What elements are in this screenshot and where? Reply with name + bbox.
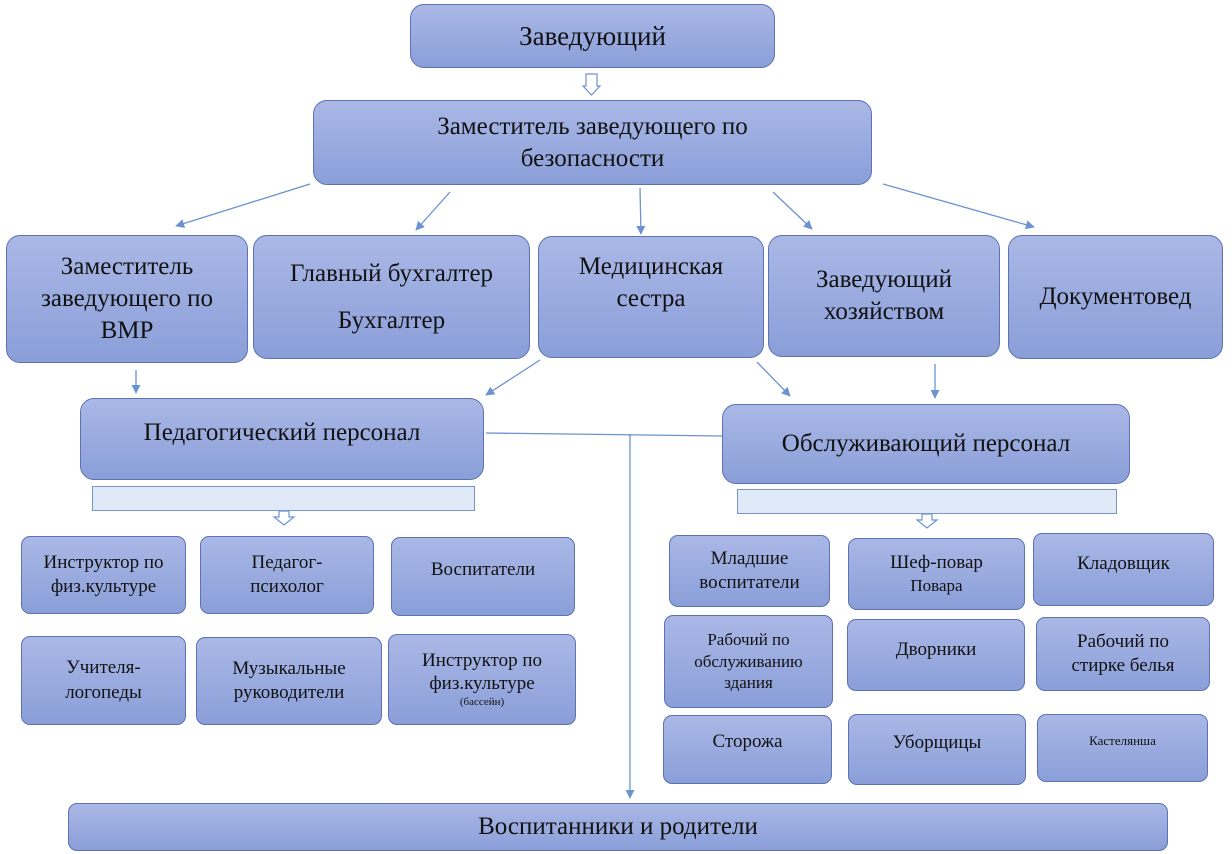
psychologist-box: Педагог- психолог bbox=[200, 536, 374, 614]
educators-label: Воспитатели bbox=[430, 559, 536, 580]
service-staff-box: Обслуживающий персонал bbox=[722, 404, 1130, 484]
deputy-safety-box: Заместитель заведующего по безопасности bbox=[313, 100, 872, 185]
laundry-worker-label-line1: Рабочий по bbox=[1077, 630, 1169, 652]
speech-therapists-box: Учителя- логопеды bbox=[21, 636, 186, 725]
linen-keeper-box: Кастелянша bbox=[1037, 714, 1208, 782]
watchmen-label: Сторожа bbox=[712, 731, 783, 752]
deputy-vmr-box: Заместитель заведующего по ВМР bbox=[6, 235, 248, 363]
pool-instructor-note: (бассейн) bbox=[459, 695, 505, 708]
chef-label: Шеф-повар bbox=[890, 551, 983, 573]
service-strip bbox=[737, 489, 1117, 514]
maintenance-worker-label-line1: Рабочий по bbox=[707, 629, 790, 649]
arrow-to-documents bbox=[882, 183, 1035, 230]
chief-accountant-label: Главный бухгалтер bbox=[289, 259, 494, 287]
junior-educators-box: Младшие воспитатели bbox=[669, 535, 830, 607]
music-directors-box: Музыкальные руководители bbox=[196, 637, 382, 725]
cooks-label: Повара bbox=[910, 576, 963, 596]
psychologist-label-line2: психолог bbox=[250, 576, 324, 597]
pe-instructor-label-line1: Инструктор по bbox=[43, 551, 164, 573]
arrow-to-housekeeping bbox=[772, 191, 813, 230]
arrow-to-vmr bbox=[175, 183, 311, 228]
linen-keeper-label: Кастелянша bbox=[1089, 733, 1156, 748]
teaching-strip bbox=[92, 486, 475, 511]
arrow-to-nurse bbox=[636, 187, 646, 235]
junior-educators-label-line2: воспитатели bbox=[699, 572, 800, 593]
cleaners-label: Уборщицы bbox=[892, 732, 982, 753]
document-manager-label: Документовед bbox=[1039, 283, 1192, 310]
deputy-vmr-label-line3: ВМР bbox=[100, 317, 154, 344]
storekeeper-box: Кладовщик bbox=[1033, 533, 1214, 606]
pool-instructor-label-line1: Инструктор по bbox=[421, 650, 543, 672]
cleaners-box: Уборщицы bbox=[848, 714, 1026, 785]
music-directors-label-line1: Музыкальные bbox=[232, 657, 346, 679]
hollow-arrow-head bbox=[581, 73, 602, 96]
nurse-label-line2: сестра bbox=[616, 285, 686, 312]
pool-instructor-label-line2: физ.культуре bbox=[429, 672, 535, 694]
junior-educators-label-line1: Младшие bbox=[710, 547, 789, 569]
pupils-parents-box: Воспитанники и родители bbox=[68, 803, 1168, 851]
pool-instructor-box: Инструктор по физ.культуре (бассейн) bbox=[388, 634, 576, 725]
janitors-box: Дворники bbox=[847, 619, 1025, 691]
arrow-nurse-to-service bbox=[756, 361, 791, 397]
document-manager-box: Документовед bbox=[1008, 235, 1223, 359]
nurse-label-line1: Медицинская bbox=[578, 253, 724, 280]
laundry-worker-label-line2: стирке белья bbox=[1071, 655, 1175, 676]
housekeeping-label-line2: хозяйством bbox=[823, 298, 945, 325]
arrow-to-accountant bbox=[415, 191, 451, 231]
link-teaching-service bbox=[485, 432, 723, 437]
nurse-box: Медицинская сестра bbox=[538, 236, 764, 358]
pupils-parents-label: Воспитанники и родители bbox=[478, 813, 758, 840]
accounting-box: Главный бухгалтер Бухгалтер bbox=[253, 235, 530, 359]
maintenance-worker-box: Рабочий по обслуживанию здания bbox=[664, 615, 833, 708]
speech-therapists-label-line2: логопеды bbox=[65, 681, 142, 703]
accountant-label: Бухгалтер bbox=[337, 307, 446, 334]
head-box: Заведующий bbox=[410, 4, 775, 68]
deputy-safety-label-line1: Заместитель заведующего по bbox=[437, 112, 748, 140]
laundry-worker-box: Рабочий по стирке белья bbox=[1036, 617, 1210, 691]
chef-box: Шеф-повар Повара bbox=[848, 538, 1025, 610]
music-directors-label-line2: руководители bbox=[233, 682, 345, 703]
head-label: Заведующий bbox=[519, 20, 666, 51]
psychologist-label-line1: Педагог- bbox=[251, 551, 323, 573]
deputy-vmr-label-line1: Заместитель bbox=[60, 253, 194, 280]
maintenance-worker-label-line3: здания bbox=[724, 673, 773, 693]
housekeeping-box: Заведующий хозяйством bbox=[768, 235, 1000, 357]
pe-instructor-box: Инструктор по физ.культуре bbox=[21, 536, 186, 614]
speech-therapists-label-line1: Учителя- bbox=[66, 657, 141, 679]
arrow-nurse-to-teaching bbox=[485, 359, 541, 396]
hollow-arrow-teaching bbox=[272, 510, 296, 526]
teaching-staff-label: Педагогический персонал bbox=[143, 419, 421, 446]
hollow-arrow-service bbox=[915, 513, 939, 529]
educators-box: Воспитатели bbox=[391, 537, 575, 616]
housekeeping-label-line1: Заведующий bbox=[816, 266, 952, 293]
teaching-staff-box: Педагогический персонал bbox=[80, 398, 484, 480]
janitors-label: Дворники bbox=[895, 639, 977, 660]
maintenance-worker-label-line2: обслуживанию bbox=[694, 651, 803, 671]
storekeeper-label: Кладовщик bbox=[1077, 553, 1170, 574]
pe-instructor-label-line2: физ.культуре bbox=[50, 576, 157, 597]
deputy-vmr-label-line2: заведующего по bbox=[41, 285, 213, 312]
watchmen-box: Сторожа bbox=[663, 715, 832, 784]
service-staff-label: Обслуживающий персонал bbox=[781, 430, 1071, 457]
deputy-safety-label-line2: безопасности bbox=[520, 144, 665, 172]
